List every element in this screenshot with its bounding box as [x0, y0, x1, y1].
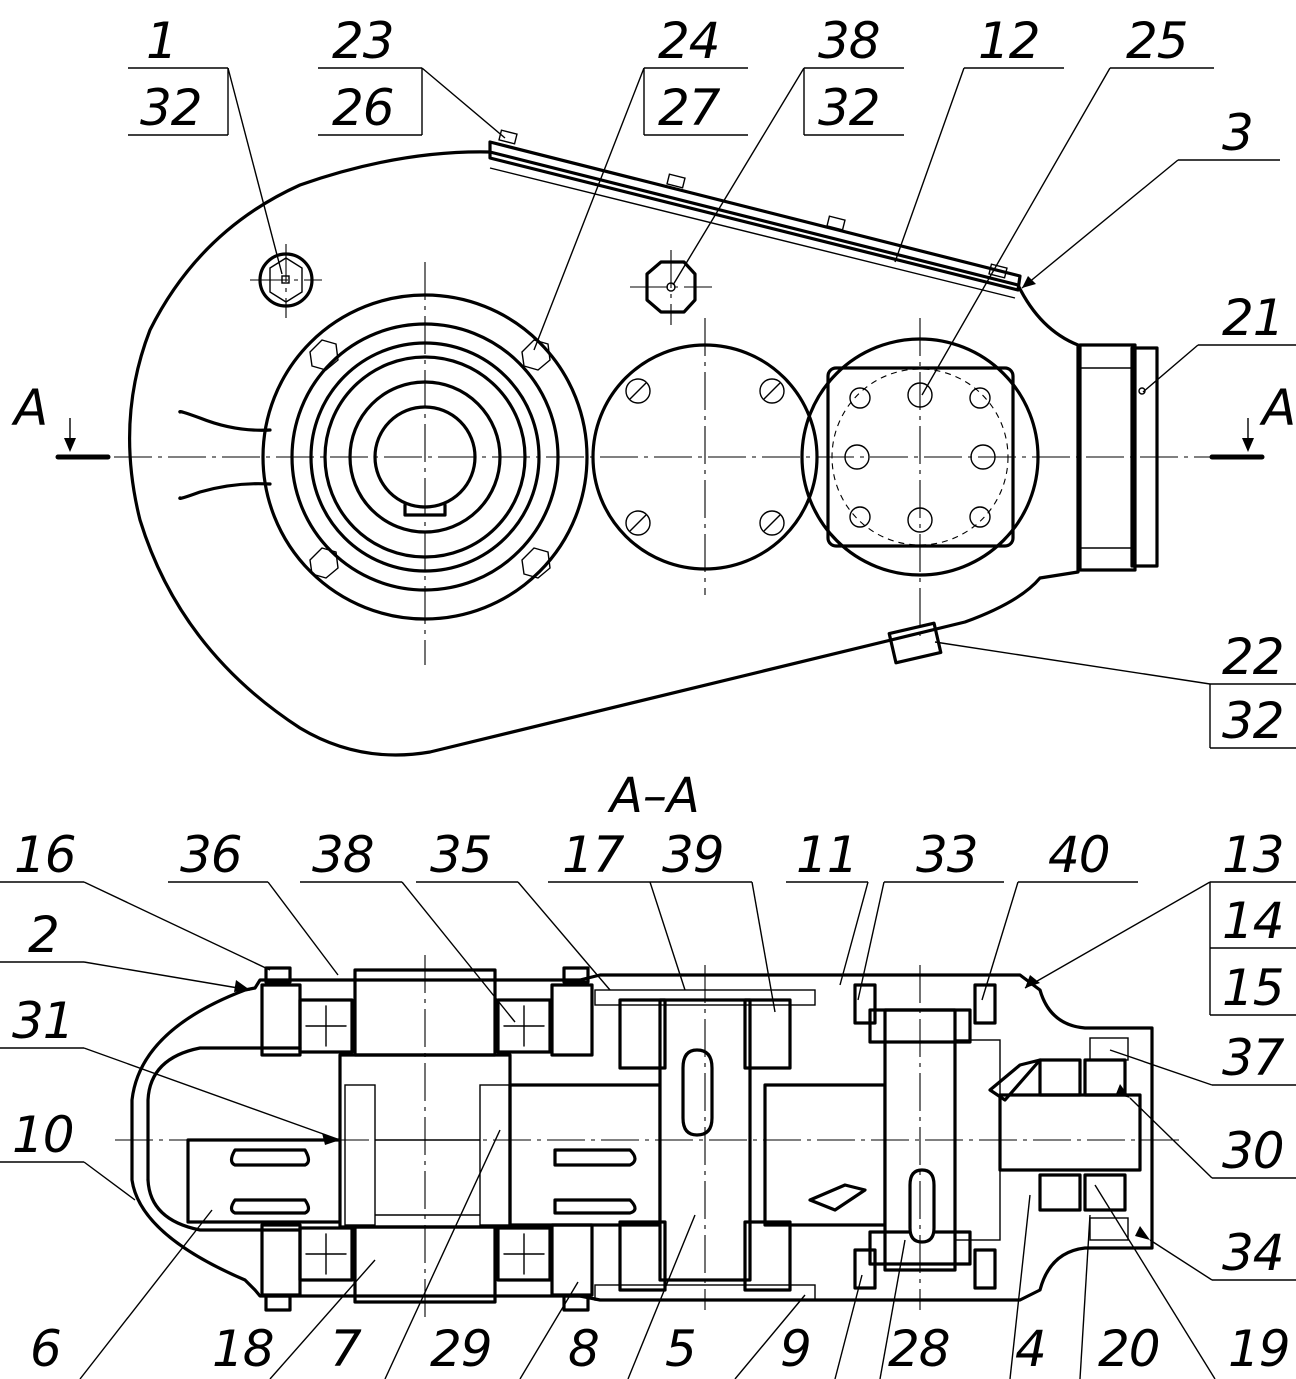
callout-9: 9	[780, 1320, 811, 1378]
top-labels: 1 32 23 26 24 27 38 32 12 25 3 21 22 32	[140, 12, 1285, 750]
section-labels-right: 37 30 34	[1222, 1029, 1286, 1282]
section-labels-top: 16 36 38 35 17 39 11 33 40 13 14 15	[14, 826, 1285, 1017]
callout-25: 25	[1126, 12, 1188, 70]
section-labels-left: 2 31 10	[12, 906, 75, 1164]
section-labels-bottom: 6 18 7 29 8 5 9 28 4 20 19	[30, 1320, 1291, 1378]
callout-19: 19	[1228, 1320, 1290, 1378]
callout-1-den: 32	[140, 79, 202, 137]
top-leaders	[128, 67, 1296, 749]
callout-15: 15	[1222, 959, 1284, 1017]
section-bolts	[264, 966, 590, 1312]
section-letter-left: A	[11, 379, 47, 437]
callout-10: 10	[12, 1106, 74, 1164]
callout-12: 12	[978, 12, 1040, 70]
callout-2: 2	[28, 906, 59, 964]
callout-6: 6	[30, 1320, 61, 1378]
callout-3: 3	[1222, 104, 1253, 162]
cover-plate	[488, 140, 1022, 292]
callout-34: 34	[1222, 1224, 1284, 1282]
callout-1-num: 1	[146, 12, 177, 70]
housing-outline	[128, 150, 1080, 757]
drain-plug	[887, 621, 943, 665]
callout-23-den: 26	[332, 79, 394, 137]
section-housing	[130, 973, 1154, 1302]
section-mark-left: A	[11, 379, 111, 460]
callout-24-num: 24	[658, 12, 720, 70]
callout-40: 40	[1048, 826, 1110, 884]
callout-31: 31	[12, 992, 74, 1050]
callout-23-num: 23	[332, 12, 394, 70]
callout-8: 8	[568, 1320, 599, 1378]
callout-24-den: 27	[658, 79, 721, 137]
callout-5: 5	[665, 1320, 696, 1378]
section-centre-lines	[115, 955, 1180, 1320]
callout-38-section: 38	[312, 826, 374, 884]
cover-bolts	[498, 129, 1008, 279]
callout-22-num: 22	[1222, 628, 1284, 686]
callout-13: 13	[1222, 826, 1284, 884]
top-view: A A	[11, 12, 1296, 757]
section-view: 16 36 38 35 17 39 11 33 40 13 14 15 2 31…	[0, 826, 1296, 1379]
callout-16: 16	[14, 826, 76, 884]
section-title: A–A	[607, 768, 700, 824]
callout-35: 35	[430, 826, 492, 884]
section-letter-right: A	[1259, 379, 1295, 437]
callout-7: 7	[330, 1320, 362, 1378]
callout-22-den: 32	[1222, 692, 1284, 750]
callout-30: 30	[1222, 1122, 1284, 1180]
callout-17: 17	[562, 826, 625, 884]
callout-39: 39	[662, 826, 724, 884]
middle-gear	[508, 989, 887, 1301]
section-leaders	[0, 881, 1296, 1379]
callout-37: 37	[1222, 1029, 1285, 1087]
callout-21: 21	[1222, 289, 1284, 347]
callout-38-den: 32	[818, 79, 880, 137]
right-pinion	[808, 983, 1142, 1290]
callout-28: 28	[888, 1320, 950, 1378]
callout-18: 18	[212, 1320, 274, 1378]
section-mark-right: A	[1209, 379, 1296, 460]
callout-33: 33	[916, 826, 978, 884]
callout-14: 14	[1222, 892, 1284, 950]
callout-29: 29	[430, 1320, 492, 1378]
callout-36: 36	[180, 826, 242, 884]
callout-4: 4	[1015, 1320, 1046, 1378]
callout-11: 11	[796, 826, 858, 884]
callout-38-num: 38	[818, 12, 880, 70]
left-shaft	[186, 1138, 355, 1224]
top-centre-lines	[60, 244, 1235, 665]
callout-20: 20	[1098, 1320, 1160, 1378]
bearings-left	[260, 983, 594, 1297]
